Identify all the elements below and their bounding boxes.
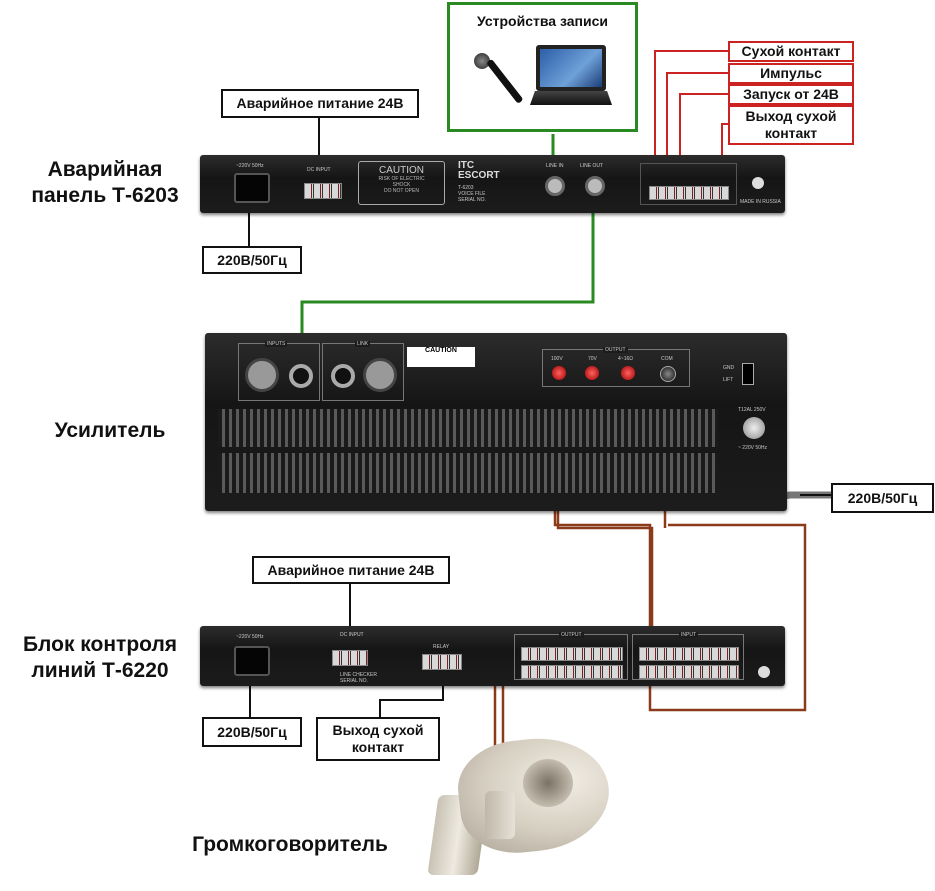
pulse-wire <box>666 72 728 190</box>
amplifier-panel: INPUTS LINK CAUTION OUTPUT 100V 70V 4~16… <box>205 333 787 511</box>
dry-contact-out-bottom-callout: Выход сухой контакт <box>316 717 440 761</box>
amp-com-terminal <box>660 366 676 382</box>
emergency-power-top-callout: Аварийное питание 24В <box>221 89 419 118</box>
line-checker-t6220: ~220V 50Hz DC INPUT LINE CHECKER SERIAL … <box>200 626 785 686</box>
emergency-panel-t6203: ~220V 50Hz DC INPUT CAUTION RISK OF ELEC… <box>200 155 785 213</box>
recording-devices-title: Устройства записи <box>477 13 608 29</box>
t6203-dc-terminal <box>304 183 342 199</box>
amp-ohm-terminal <box>621 366 635 380</box>
amp-link-xlr <box>363 358 397 392</box>
amp-70v-marking: 70V <box>588 356 597 362</box>
amp-100v-marking: 100V <box>551 356 563 362</box>
amp-link-jack <box>331 364 355 388</box>
emergency-panel-label: Аварийная панель Т-6203 <box>31 158 179 207</box>
t6220-mains-marking: ~220V 50Hz <box>236 634 264 640</box>
t6220-input-block: INPUT <box>632 632 744 680</box>
t6220-output-terminal-bottom <box>521 665 623 679</box>
t6220-output-terminal-top <box>521 647 623 661</box>
t6203-model-marking: T-6203 VOICE FILE SERIAL NO. <box>458 185 486 203</box>
amp-output-group: OUTPUT 100V 70V 4~16Ω COM <box>542 347 690 387</box>
t6203-caution-box: CAUTION RISK OF ELECTRIC SHOCK DO NOT OP… <box>358 161 445 205</box>
amp-lift-marking: LIFT <box>723 377 734 383</box>
t6203-control-terminal-block <box>640 163 737 205</box>
amp-link-group: LINK <box>322 341 404 401</box>
t6203-mains-marking: ~220V 50Hz <box>236 163 264 169</box>
amp-link-marking: LINK <box>355 341 371 347</box>
amp-inputs-group: INPUTS <box>238 341 320 401</box>
t6203-caution-subtext: RISK OF ELECTRIC SHOCK DO NOT OPEN <box>378 176 425 194</box>
t6220-relay-marking: RELAY <box>433 644 450 650</box>
microphone-icon <box>474 53 528 113</box>
amp-xlr-input <box>245 358 279 392</box>
pulse-callout: Импульс <box>728 63 854 84</box>
t6203-line-out-marking: LINE OUT <box>580 163 604 169</box>
t6220-input-terminal-top <box>639 647 739 661</box>
dry-contact-wire <box>654 50 728 190</box>
dry-contact-out-callout: Выход сухой контакт <box>728 105 854 145</box>
laptop-icon <box>530 45 612 113</box>
amp-vent-bottom <box>218 453 718 493</box>
amp-100v-to-checker-wire <box>553 373 807 712</box>
t6203-made-in: MADE IN RUSSIA <box>740 199 781 205</box>
amp-jack-input <box>289 364 313 388</box>
amp-inputs-marking: INPUTS <box>265 341 288 347</box>
t6220-dc-marking: DC INPUT <box>340 632 364 638</box>
t6203-line-out-jack <box>585 176 605 196</box>
amp-mains-marking: ~ 220V 50Hz <box>738 445 768 451</box>
amp-fuse-marking: T12AL 250V <box>738 407 766 413</box>
t6220-relay-terminal <box>422 654 462 670</box>
t6203-iec-socket <box>234 173 270 203</box>
amp-com-marking: COM <box>661 356 673 362</box>
amp-100v-terminal <box>552 366 566 380</box>
t6203-brand-logo: ITC ESCORT <box>458 160 500 181</box>
mains-top-callout: 220В/50Гц <box>202 246 302 274</box>
amp-caution-text: CAUTION <box>407 347 475 354</box>
amp-fuse-holder <box>743 417 765 439</box>
amp-output-marking: OUTPUT <box>603 347 628 353</box>
amp-gnd-marking: GND <box>723 365 735 371</box>
t6203-ce-logo <box>752 177 764 189</box>
amp-70v-terminal <box>585 366 599 380</box>
t6203-dc-marking: DC INPUT <box>307 167 331 173</box>
t6220-iec-socket <box>234 646 270 676</box>
emergency-power-bottom-callout: Аварийное питание 24В <box>252 556 450 584</box>
amp-ohm-marking: 4~16Ω <box>618 356 633 362</box>
amp-caution-label: CAUTION <box>407 347 475 367</box>
t6220-input-marking: INPUT <box>679 632 698 638</box>
t6203-control-terminal <box>649 186 729 200</box>
amp-ground-lift-switch <box>742 363 754 385</box>
t6220-ce-logo <box>758 666 770 678</box>
t6220-output-block: OUTPUT <box>514 632 628 680</box>
mains-amp-callout: 220В/50Гц <box>831 483 934 513</box>
t6220-dc-terminal <box>332 650 368 666</box>
t6203-line-in-marking: LINE IN <box>546 163 564 169</box>
t6220-checker-marking: LINE CHECKER SERIAL NO. <box>340 672 377 684</box>
amplifier-label: Усилитель <box>54 419 166 442</box>
amp-vent-top <box>218 409 718 447</box>
t6203-line-in-jack <box>545 176 565 196</box>
recording-devices-frame: Устройства записи <box>447 2 638 132</box>
mains-bottom-callout: 220В/50Гц <box>202 717 302 747</box>
start-24v-callout: Запуск от 24В <box>728 84 854 105</box>
horn-speaker-image <box>425 731 615 885</box>
t6203-caution-text: CAUTION <box>379 165 424 176</box>
line-checker-label: Блок контроля линий Т-6220 <box>22 633 178 682</box>
t6220-input-terminal-bottom <box>639 665 739 679</box>
t6220-output-marking: OUTPUT <box>559 632 584 638</box>
dry-contact-callout: Сухой контакт <box>728 41 854 62</box>
speaker-label: Громкоговоритель <box>192 833 388 856</box>
